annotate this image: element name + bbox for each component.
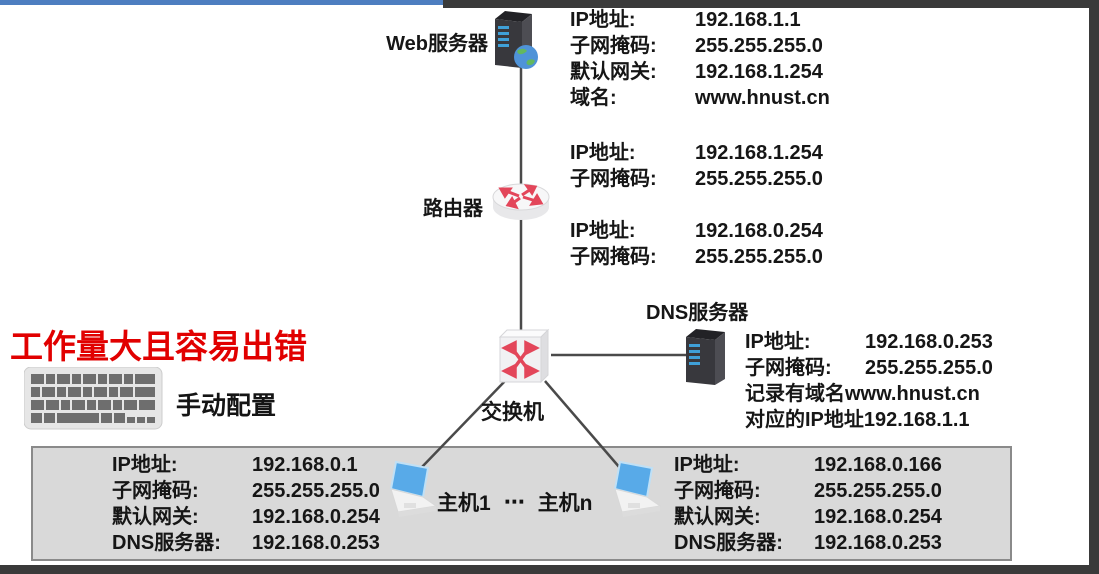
hosts-group-box xyxy=(31,446,1012,561)
info-row: 域名: www.hnust.cn xyxy=(570,85,830,111)
field-label: 默认网关: xyxy=(570,61,657,83)
hostn-info: IP地址: 192.168.0.166 子网掩码: 255.255.255.0 默认… xyxy=(674,452,942,556)
web-server-icon xyxy=(495,11,538,69)
right-dark-bar xyxy=(1089,0,1099,574)
switch-icon xyxy=(498,328,550,384)
field-label: IP地址: xyxy=(745,331,811,353)
info-row: 默认网关: 192.168.0.254 xyxy=(112,504,380,530)
field-label: IP地址: xyxy=(570,9,636,31)
field-value: 192.168.0.253 xyxy=(865,331,993,353)
field-label: IP地址: xyxy=(112,454,178,476)
top-blue-bar xyxy=(0,0,443,5)
field-value: 192.168.0.253 xyxy=(252,532,380,554)
host1-info: IP地址: 192.168.0.1 子网掩码: 255.255.255.0 默认网关… xyxy=(112,452,380,556)
keyboard-icon xyxy=(24,367,163,430)
info-row: 子网掩码: 255.255.255.0 xyxy=(745,355,993,381)
info-row: IP地址: 192.168.0.253 xyxy=(745,329,993,355)
web-server-info: IP地址: 192.168.1.1 子网掩码: 255.255.255.0 默认网关… xyxy=(570,7,830,111)
router-wan-info: IP地址: 192.168.1.254 子网掩码: 255.255.255.0 xyxy=(570,140,823,192)
field-label: IP地址: xyxy=(674,454,740,476)
info-row: IP地址: 192.168.0.166 xyxy=(674,452,942,478)
top-dark-bar xyxy=(443,0,1099,8)
field-label: DNS服务器: xyxy=(112,532,221,554)
field-value: 192.168.0.254 xyxy=(814,506,942,528)
host-first-label: 主机1 xyxy=(437,492,491,515)
field-label: IP地址: xyxy=(570,142,636,164)
router-icon xyxy=(492,183,550,220)
dns-note: 记录有域名www.hnust.cn xyxy=(745,383,980,405)
field-value: 255.255.255.0 xyxy=(865,357,993,379)
field-value: 255.255.255.0 xyxy=(695,168,823,190)
field-label: 默认网关: xyxy=(112,506,199,528)
field-value: 255.255.255.0 xyxy=(252,480,380,502)
bottom-dark-bar xyxy=(0,565,1099,574)
info-row: DNS服务器: 192.168.0.253 xyxy=(674,530,942,556)
field-label: DNS服务器: xyxy=(674,532,783,554)
info-row: IP地址: 192.168.1.254 xyxy=(570,140,823,166)
switch-label: 交换机 xyxy=(481,401,544,424)
field-value: 255.255.255.0 xyxy=(695,35,823,57)
info-row: 默认网关: 192.168.0.254 xyxy=(674,504,942,530)
field-value: 192.168.1.254 xyxy=(695,142,823,164)
field-value: 192.168.0.253 xyxy=(814,532,942,554)
field-label: 子网掩码: xyxy=(674,480,761,502)
info-row: 子网掩码: 255.255.255.0 xyxy=(570,33,830,59)
field-value: 192.168.1.254 xyxy=(695,61,823,83)
field-value: 192.168.0.1 xyxy=(252,454,358,476)
hosts-range-label: 主机1 ⋯ 主机n xyxy=(437,487,606,517)
field-value: 192.168.0.254 xyxy=(252,506,380,528)
router-label: 路由器 xyxy=(423,198,483,220)
field-label: 子网掩码: xyxy=(570,168,657,190)
field-value: 192.168.1.1 xyxy=(695,9,801,31)
field-value: 255.255.255.0 xyxy=(814,480,942,502)
field-value: 255.255.255.0 xyxy=(695,246,823,268)
info-row: 子网掩码: 255.255.255.0 xyxy=(112,478,380,504)
dns-server-label: DNS服务器 xyxy=(646,302,749,324)
router-lan-info: IP地址: 192.168.0.254 子网掩码: 255.255.255.0 xyxy=(570,218,823,270)
field-label: 子网掩码: xyxy=(570,246,657,268)
host-laptop-icon xyxy=(389,460,438,517)
host-last-label: 主机n xyxy=(537,492,593,515)
field-value: 192.168.0.166 xyxy=(814,454,942,476)
dns-note: 对应的IP地址192.168.1.1 xyxy=(745,409,970,431)
manual-config-label: 手动配置 xyxy=(176,392,277,420)
field-label: 子网掩码: xyxy=(112,480,199,502)
info-row: IP地址: 192.168.0.1 xyxy=(112,452,380,478)
field-label: 域名: xyxy=(570,87,617,109)
field-label: 子网掩码: xyxy=(570,35,657,57)
host-laptop-icon xyxy=(613,460,662,517)
hosts-ellipsis: ⋯ xyxy=(503,490,525,514)
field-label: 子网掩码: xyxy=(745,357,832,379)
dns-server-info: IP地址: 192.168.0.253 子网掩码: 255.255.255.0 记录… xyxy=(745,329,993,433)
field-value: www.hnust.cn xyxy=(695,87,830,109)
field-label: IP地址: xyxy=(570,220,636,242)
info-row: DNS服务器: 192.168.0.253 xyxy=(112,530,380,556)
info-row: 子网掩码: 255.255.255.0 xyxy=(570,244,823,270)
info-row: 默认网关: 192.168.1.254 xyxy=(570,59,830,85)
warning-text: 工作量大且容易出错 xyxy=(10,328,307,365)
field-label: 默认网关: xyxy=(674,506,761,528)
dns-server-icon xyxy=(686,329,725,385)
info-row: IP地址: 192.168.0.254 xyxy=(570,218,823,244)
info-row: 子网掩码: 255.255.255.0 xyxy=(674,478,942,504)
info-row: IP地址: 192.168.1.1 xyxy=(570,7,830,33)
web-server-label: Web服务器 xyxy=(386,33,488,55)
field-value: 192.168.0.254 xyxy=(695,220,823,242)
info-row: 子网掩码: 255.255.255.0 xyxy=(570,166,823,192)
